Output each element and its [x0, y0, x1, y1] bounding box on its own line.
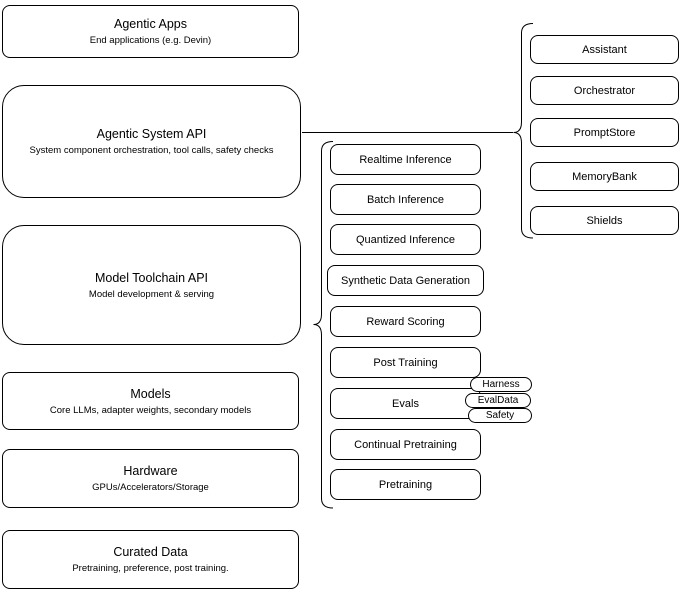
layer-title: Models	[130, 386, 171, 401]
eval-tag-safety: Safety	[468, 408, 532, 423]
component-box-memorybank: MemoryBank	[530, 162, 679, 191]
component-box-orchestrator: Orchestrator	[530, 76, 679, 105]
toolchain-box-post-training: Post Training	[330, 347, 481, 378]
layer-subtitle: End applications (e.g. Devin)	[89, 35, 212, 46]
component-label: PromptStore	[573, 126, 636, 139]
layer-subtitle: Pretraining, preference, post training.	[72, 563, 229, 574]
toolchain-label: Post Training	[373, 356, 438, 369]
component-box-shields: Shields	[530, 206, 679, 235]
component-box-assistant: Assistant	[530, 35, 679, 64]
layer-box-models: Models Core LLMs, adapter weights, secon…	[2, 372, 299, 430]
layer-title: Curated Data	[113, 545, 188, 559]
layer-box-model-toolchain-api: Model Toolchain API Model development & …	[2, 225, 301, 345]
toolchain-box-synthetic-data-generation: Synthetic Data Generation	[327, 265, 484, 296]
eval-tag-label: Harness	[482, 379, 520, 390]
layer-title: Hardware	[123, 464, 178, 478]
eval-tag-evaldata: EvalData	[465, 393, 531, 408]
component-label: Shields	[586, 214, 623, 227]
toolchain-box-reward-scoring: Reward Scoring	[330, 306, 481, 337]
layer-title: Model Toolchain API	[94, 270, 209, 285]
toolchain-label: Quantized Inference	[355, 233, 456, 246]
toolchain-label: Synthetic Data Generation	[340, 274, 471, 287]
layer-box-agentic-apps: Agentic Apps End applications (e.g. Devi…	[2, 5, 299, 58]
toolchain-label: Reward Scoring	[366, 315, 445, 328]
component-label: Assistant	[582, 43, 627, 56]
layer-box-hardware: Hardware GPUs/Accelerators/Storage	[2, 449, 299, 508]
toolchain-box-pretraining: Pretraining	[330, 469, 481, 500]
toolchain-box-quantized-inference: Quantized Inference	[330, 224, 481, 255]
component-label: Orchestrator	[573, 84, 636, 97]
toolchain-box-evals: Evals	[330, 388, 481, 419]
toolchain-box-batch-inference: Batch Inference	[330, 184, 481, 215]
layer-subtitle: Core LLMs, adapter weights, secondary mo…	[49, 404, 252, 416]
toolchain-label: Pretraining	[378, 478, 433, 491]
toolchain-label: Evals	[392, 397, 419, 410]
layer-title: Agentic Apps	[114, 17, 187, 31]
eval-tag-label: Safety	[485, 410, 515, 421]
toolchain-box-continual-pretraining: Continual Pretraining	[330, 429, 481, 460]
toolchain-label: Realtime Inference	[359, 153, 452, 166]
eval-tag-label: EvalData	[477, 395, 519, 406]
layer-subtitle: System component orchestration, tool cal…	[29, 145, 274, 156]
toolchain-label: Continual Pretraining	[354, 438, 457, 451]
layer-subtitle: Model development & serving	[88, 288, 215, 300]
layer-subtitle: GPUs/Accelerators/Storage	[92, 482, 209, 493]
layer-box-curated-data: Curated Data Pretraining, preference, po…	[2, 530, 299, 589]
component-box-promptstore: PromptStore	[530, 118, 679, 147]
toolchain-box-realtime-inference: Realtime Inference	[330, 144, 481, 175]
eval-tag-harness: Harness	[470, 377, 532, 392]
toolchain-label: Batch Inference	[366, 193, 445, 206]
layer-box-agentic-system-api: Agentic System API System component orch…	[2, 85, 301, 198]
layer-title: Agentic System API	[96, 127, 207, 141]
component-label: MemoryBank	[572, 170, 637, 183]
